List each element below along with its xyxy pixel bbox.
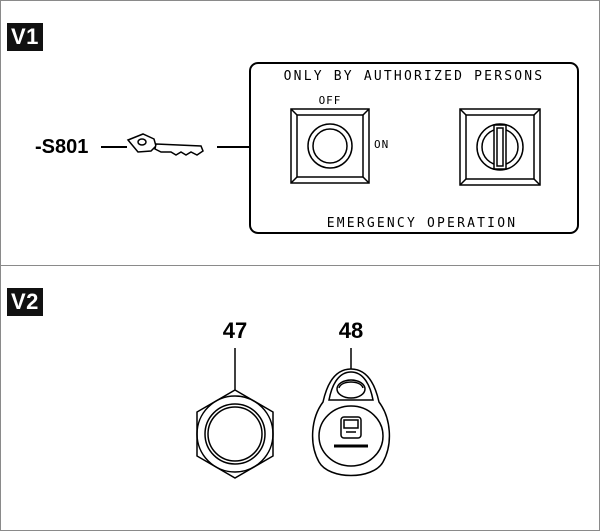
view-tag-v2: V2 bbox=[7, 288, 43, 316]
panel-header-label: ONLY BY AUTHORIZED PERSONS bbox=[284, 69, 545, 84]
panel-footer-label: EMERGENCY OPERATION bbox=[327, 216, 518, 231]
key-fob-icon bbox=[311, 368, 391, 477]
v1-drawing: -S801 ONLY BY AUTHORIZED PERSONS OFF ON … bbox=[35, 62, 579, 234]
view-v1-panel: V1 -S801 ONLY BY AUTHORIZED PERSONS OFF … bbox=[0, 0, 600, 266]
key-switch-icon bbox=[290, 108, 370, 184]
key-icon bbox=[126, 133, 204, 156]
v2-drawing: 47 48 bbox=[196, 318, 391, 479]
switch-on-label: ON bbox=[374, 138, 389, 151]
switch-off-label: OFF bbox=[319, 94, 342, 107]
view-tag-v1: V1 bbox=[7, 23, 43, 51]
item-47-label: 47 bbox=[223, 318, 247, 343]
lock-cylinder-icon bbox=[459, 108, 541, 186]
view-v2-panel: V2 47 48 bbox=[0, 265, 600, 531]
key-label: -S801 bbox=[35, 136, 88, 158]
item-48-label: 48 bbox=[339, 318, 363, 343]
hex-nut-icon bbox=[196, 389, 274, 479]
control-panel-plate bbox=[249, 62, 579, 234]
